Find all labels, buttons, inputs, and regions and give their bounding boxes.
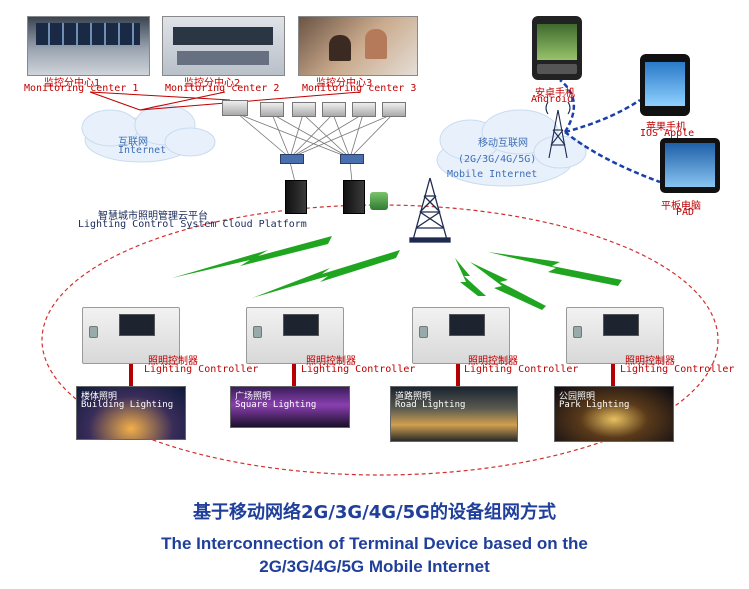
mobile-internet-gen: (2G/3G/4G/5G) <box>458 154 537 165</box>
center-links <box>89 91 361 111</box>
controller-poles <box>129 352 615 386</box>
building-lighting-photo: 楼体照明 Building Lighting <box>76 386 186 440</box>
platform-cn: 智慧城市照明管理云平台 <box>98 211 208 222</box>
server-icon <box>222 100 248 116</box>
lighting-controller-2 <box>246 307 344 364</box>
signal-bolts <box>172 236 622 310</box>
tablet-en: PAD <box>676 207 695 218</box>
network-mesh <box>237 113 394 183</box>
mobile-internet-en: Mobile Internet <box>447 169 538 180</box>
controller-1-cn: 照明控制器 <box>148 356 198 367</box>
center-1-cn: 监控分中心1 <box>44 78 101 89</box>
cloud-server-icon <box>343 180 365 214</box>
scene-2-en: Square Lighting <box>235 400 317 410</box>
switch-icon <box>340 154 364 164</box>
center-3-cn: 监控分中心3 <box>316 78 373 89</box>
server-icon <box>292 102 316 117</box>
monitoring-center-3-photo <box>298 16 418 76</box>
controller-2-cn: 照明控制器 <box>306 356 356 367</box>
iphone-icon <box>640 54 690 116</box>
iphone-cn: 苹果手机 <box>646 122 686 133</box>
tablet-cn: 平板电脑 <box>661 201 701 212</box>
server-icon <box>352 102 376 117</box>
device-links <box>559 79 661 184</box>
controller-3-en: Lighting Controller <box>464 364 579 375</box>
android-phone-icon <box>532 16 582 80</box>
server-icon <box>260 102 284 117</box>
lighting-controller-4 <box>566 307 664 364</box>
server-icon <box>322 102 346 117</box>
cloud-server-icon <box>285 180 307 214</box>
lighting-controller-3 <box>412 307 510 364</box>
center-3-en: Monitoring center 3 <box>302 83 417 94</box>
scene-3-en: Road Lighting <box>395 400 466 410</box>
controller-4-en: Lighting Controller <box>620 364 735 375</box>
caption-chinese: 基于移动网络2G/3G/4G/5G的设备组网方式 <box>193 502 556 523</box>
tablet-icon <box>660 138 720 193</box>
controller-4-cn: 照明控制器 <box>625 356 675 367</box>
switch-icon <box>280 154 304 164</box>
mobile-internet-cloud <box>436 109 587 187</box>
caption-english-line1: The Interconnection of Terminal Device b… <box>161 534 588 553</box>
iphone-en: IOS Apple <box>640 128 695 139</box>
monitoring-center-1-photo <box>27 16 150 76</box>
square-lighting-photo: 广场照明 Square Lighting <box>230 386 350 428</box>
android-cn: 安卓手机 <box>535 88 575 99</box>
scene-2-cn: 广场照明 <box>235 392 272 402</box>
platform-en: Lighting Control System Cloud Platform <box>78 219 307 230</box>
mobile-tower-icon <box>545 101 571 159</box>
server-icon <box>382 102 406 117</box>
center-2-en: Monitoring center 2 <box>165 83 280 94</box>
scene-4-en: Park Lighting <box>559 400 630 410</box>
cell-tower-icon <box>409 177 451 243</box>
controller-2-en: Lighting Controller <box>301 364 416 375</box>
scene-3-cn: 道路照明 <box>395 392 432 402</box>
road-lighting-photo: 道路照明 Road Lighting <box>390 386 518 442</box>
mobile-internet-cn: 移动互联网 <box>478 138 528 149</box>
monitoring-center-2-photo <box>162 16 285 76</box>
caption-english-line2: 2G/3G/4G/5G Mobile Internet <box>259 557 490 576</box>
scene-4-cn: 公园照明 <box>559 392 596 402</box>
lighting-controller-1 <box>82 307 180 364</box>
internet-cn: 互联网 <box>118 137 148 148</box>
controller-1-en: Lighting Controller <box>144 364 259 375</box>
controller-3-cn: 照明控制器 <box>468 356 518 367</box>
internet-en: Internet <box>118 145 167 156</box>
scene-1-en: Building Lighting <box>81 400 174 410</box>
center-1-en: Monitoring center 1 <box>24 83 139 94</box>
internet-cloud <box>81 104 216 163</box>
scene-1-cn: 楼体照明 <box>81 392 118 402</box>
android-en: Android <box>531 94 574 105</box>
database-icon <box>370 192 388 210</box>
park-lighting-photo: 公园照明 Park Lighting <box>554 386 674 442</box>
center-2-cn: 监控分中心2 <box>184 78 241 89</box>
